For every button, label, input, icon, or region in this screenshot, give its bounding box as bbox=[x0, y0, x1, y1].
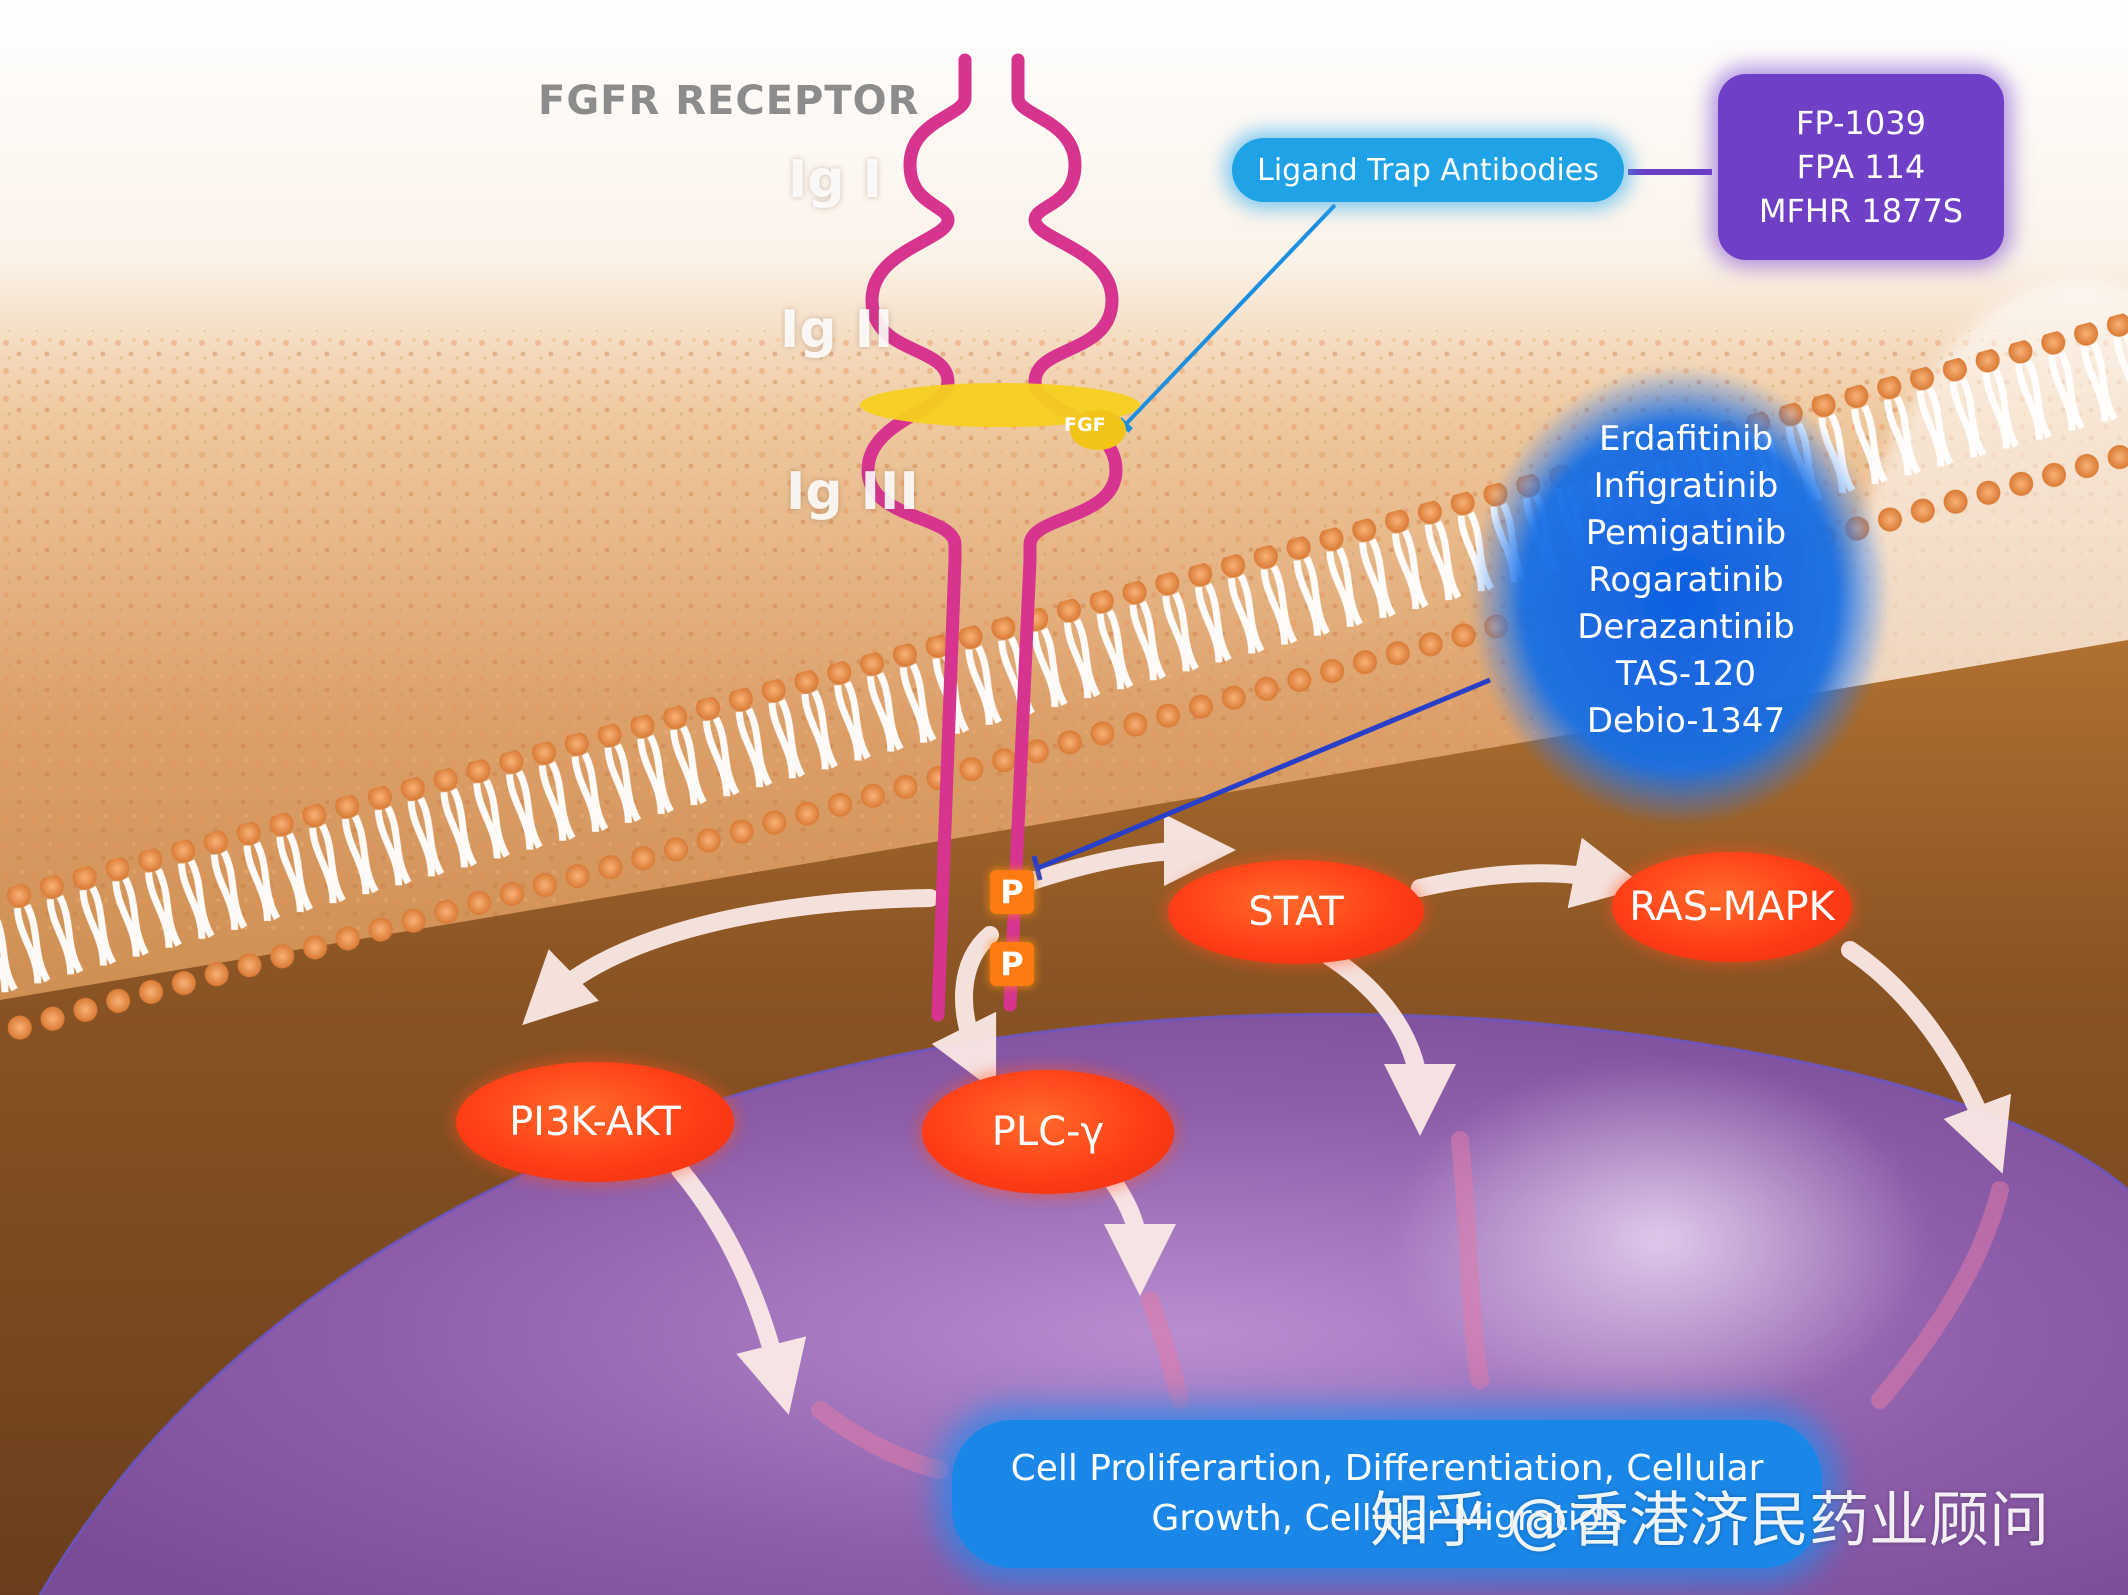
ligand-trap-drug-box: FP-1039 FPA 114 MFHR 1877S bbox=[1718, 74, 2004, 260]
cellular-outcome-box: Cell Proliferartion, Differentiation, Ce… bbox=[952, 1420, 1822, 1568]
ras-mapk-node: RAS-MAPK bbox=[1612, 852, 1852, 962]
plc-gamma-node: PLC-γ bbox=[922, 1070, 1174, 1194]
inhibitor-label: Debio-1347 bbox=[1586, 701, 1786, 741]
inhibitor-label: Rogaratinib bbox=[1588, 560, 1784, 600]
watermark: 知乎 @香港济民药业顾问 bbox=[1370, 1486, 2050, 1556]
fgf-ligand-label: FGF bbox=[1064, 414, 1106, 436]
inhibitor-label: TAS-120 bbox=[1615, 654, 1757, 694]
ig-ii-label: Ig II bbox=[780, 300, 894, 360]
kinase-inhibitor-list: Erdafitinib Infigratinib Pemigatinib Rog… bbox=[1496, 416, 1876, 745]
ligand-trap-pill: Ligand Trap Antibodies bbox=[1232, 138, 1624, 202]
stat-node: STAT bbox=[1168, 860, 1424, 964]
ligand-trap-label: Ligand Trap Antibodies bbox=[1257, 152, 1599, 188]
ig-i-label: Ig I bbox=[788, 150, 883, 210]
ig-iii-label: Ig III bbox=[786, 462, 919, 522]
outcome-line-2: Growth, Cellular Migration bbox=[1151, 1498, 1623, 1539]
drug-label: FPA 114 bbox=[1796, 148, 1926, 186]
inhibitor-label: Pemigatinib bbox=[1585, 513, 1787, 553]
phospho-site: P bbox=[990, 942, 1034, 986]
phospho-site: P bbox=[990, 870, 1034, 914]
pi3k-akt-node: PI3K-AKT bbox=[456, 1062, 734, 1182]
inhibitor-label: Infigratinib bbox=[1593, 466, 1779, 506]
receptor-title: FGFR RECEPTOR bbox=[538, 78, 920, 124]
outcome-line-1: Cell Proliferartion, Differentiation, Ce… bbox=[1010, 1448, 1764, 1489]
inhibitor-label: Derazantinib bbox=[1577, 607, 1795, 647]
drug-label: FP-1039 bbox=[1796, 104, 1926, 142]
inhibitor-label: Erdafitinib bbox=[1598, 419, 1774, 459]
drug-label: MFHR 1877S bbox=[1758, 192, 1964, 230]
